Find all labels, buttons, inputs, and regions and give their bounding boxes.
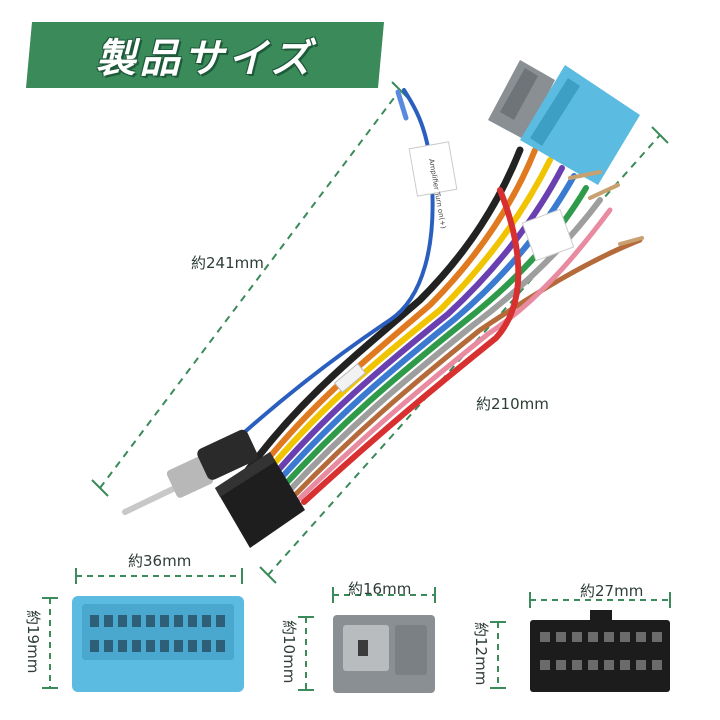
black-width-label: 約27mm bbox=[580, 582, 644, 600]
blue-connector-main bbox=[520, 65, 640, 185]
overall-length-label: 約241mm bbox=[191, 254, 264, 272]
black-height-label: 約12mm bbox=[472, 622, 490, 686]
gray-connector-main bbox=[488, 60, 555, 140]
banner-shape bbox=[26, 22, 384, 88]
gray-width-label: 約16mm bbox=[348, 580, 412, 598]
cable-tie bbox=[333, 363, 367, 393]
black-connector-main bbox=[215, 452, 305, 548]
blue-connector-detail bbox=[42, 568, 244, 692]
harness-length-label: 約210mm bbox=[476, 395, 549, 413]
blue-wire-tip bbox=[395, 89, 409, 121]
wire-bundle bbox=[228, 88, 643, 505]
gray-connector-detail bbox=[298, 587, 436, 693]
title-banner: 製品サイズ bbox=[26, 20, 384, 90]
antenna-connector bbox=[122, 429, 258, 515]
page-title: 製品サイズ bbox=[95, 36, 315, 82]
gray-height-label: 約10mm bbox=[280, 620, 298, 684]
dimension-lines bbox=[91, 81, 669, 584]
wire-tips bbox=[568, 170, 644, 246]
wire-tag-2 bbox=[521, 208, 575, 262]
blue-height-label: 約19mm bbox=[24, 610, 42, 674]
blue-width-label: 約36mm bbox=[128, 552, 192, 570]
black-connector-detail bbox=[490, 592, 671, 692]
